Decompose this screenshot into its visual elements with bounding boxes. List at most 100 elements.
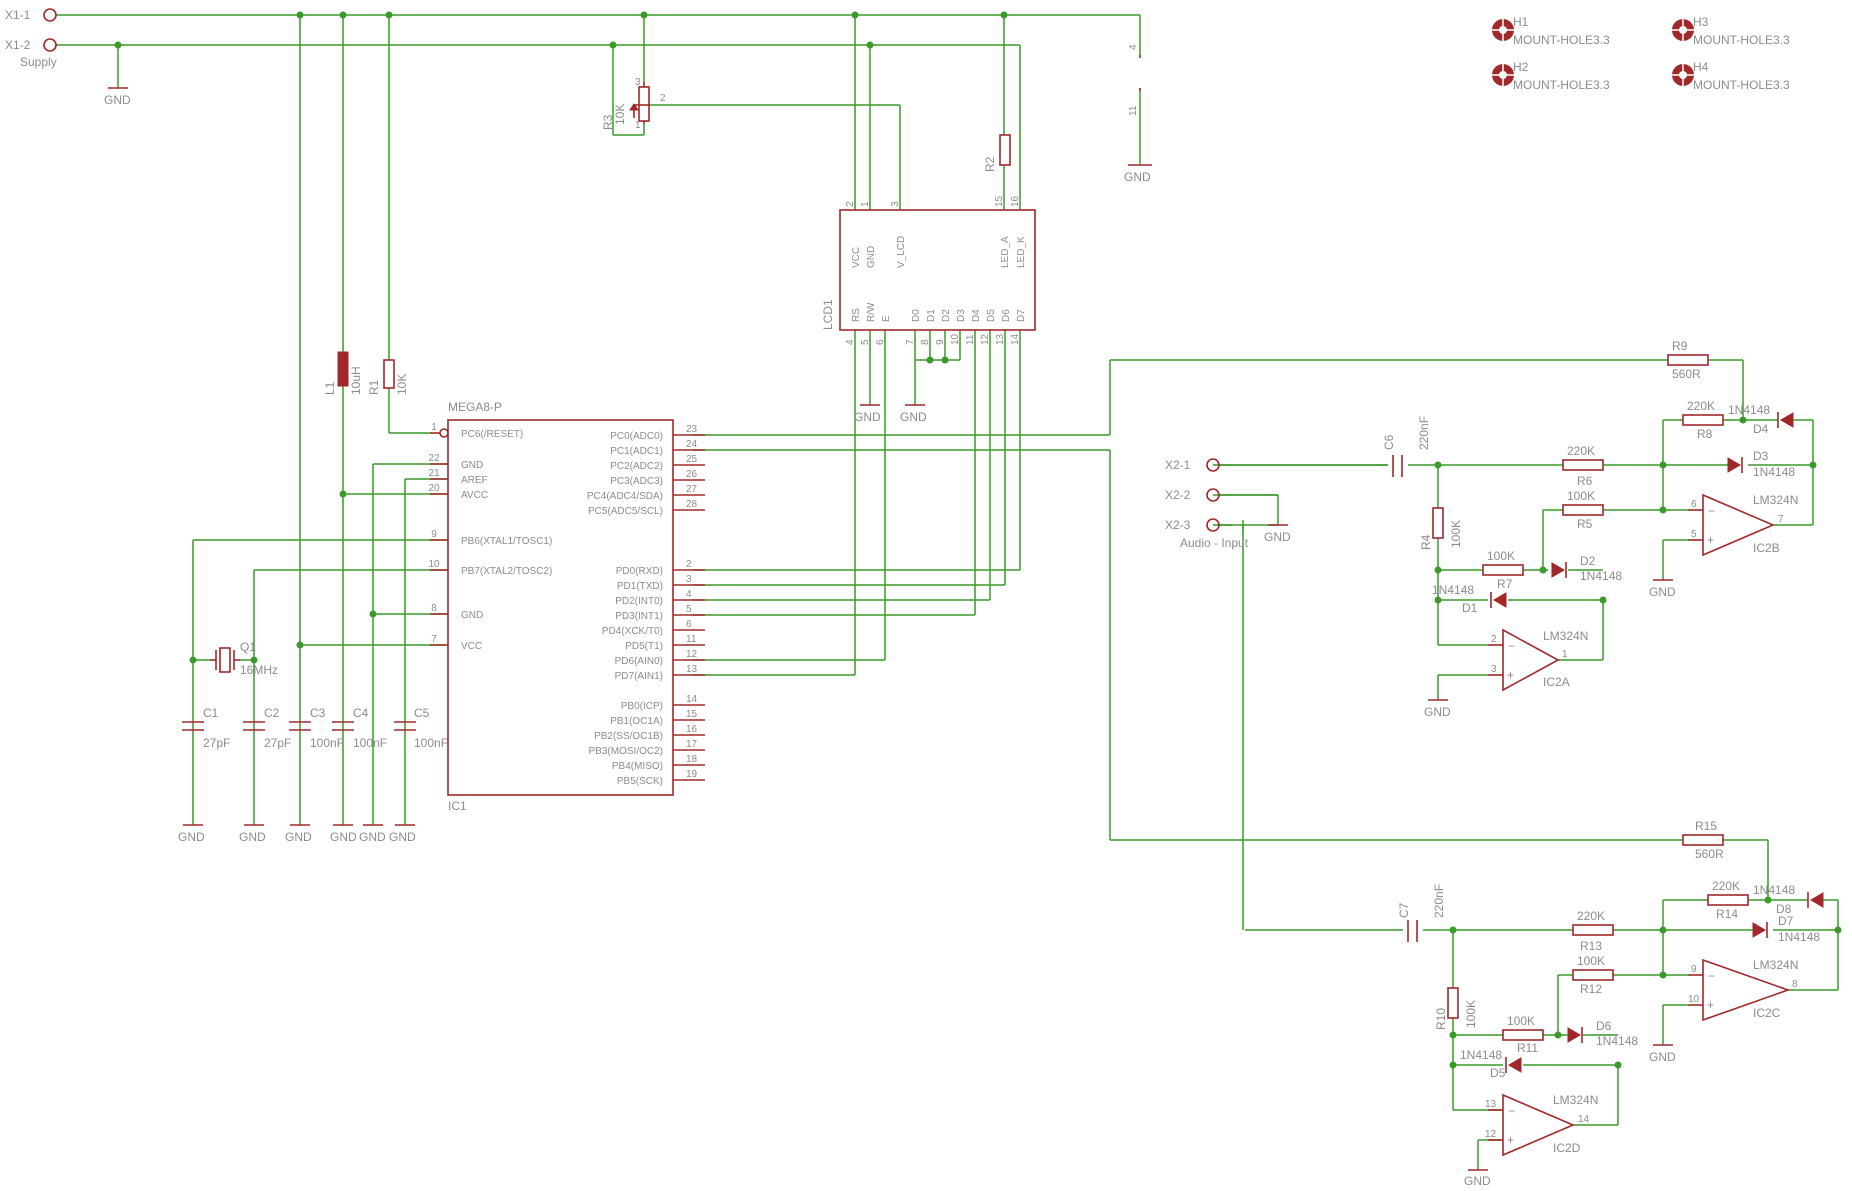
mount-hole-h2: H2 MOUNT-HOLE3.3 — [1492, 60, 1610, 92]
resistor-r5: 100K R5 — [1562, 489, 1604, 531]
ic2a-value: LM324N — [1543, 629, 1588, 643]
mcu-pin-name: PD5(T1) — [625, 641, 663, 652]
supply-label: Supply — [20, 55, 57, 69]
mcu-pin-num: 25 — [686, 454, 698, 465]
mcu-pin-name: PB2(SS/OC1B) — [594, 731, 663, 742]
diode-d4: 1N4148 D4 — [1728, 403, 1813, 436]
capacitor-c5: C5 100nF — [394, 706, 448, 750]
lcd-pin-name: LED_K — [1016, 236, 1027, 268]
ic2a-pin-inv: 2 — [1491, 634, 1497, 645]
d4-name: D4 — [1753, 422, 1769, 436]
diode-d8: 1N4148 D8 — [1753, 883, 1838, 916]
r8-value: 220K — [1687, 399, 1715, 413]
connector-x2-2[interactable]: X2-2 — [1165, 488, 1220, 502]
r13-name: R13 — [1580, 939, 1602, 953]
mcu-pin-name: PD4(XCK/T0) — [602, 626, 663, 637]
d7-value: 1N4148 — [1778, 930, 1820, 944]
x2-1-label: X2-1 — [1165, 458, 1191, 472]
r15-name: R15 — [1695, 819, 1717, 833]
r14-name: R14 — [1716, 907, 1738, 921]
mcu-pin-name: PC5(ADC5/SCL) — [588, 506, 663, 517]
lcd-pin-name: LED_A — [1000, 236, 1011, 268]
lcd-pin-name: RS — [851, 308, 862, 322]
h1-label: H1 — [1513, 15, 1529, 29]
mcu-pin-name: PC6(/RESET) — [461, 429, 523, 440]
lcd-pin-name: D2 — [941, 309, 952, 322]
lcd-pin-name: D3 — [956, 309, 967, 322]
c4-value: 100nF — [353, 736, 387, 750]
ic2c-pin-noninv: 10 — [1688, 994, 1700, 1005]
mount-hole-h1: H1 MOUNT-HOLE3.3 — [1492, 15, 1610, 47]
lcd-pin-name: VCC — [851, 247, 862, 268]
gnd-label: GND — [900, 410, 927, 424]
connector-x1-2[interactable]: X1-2 Supply — [5, 38, 57, 69]
mcu-pin-num: 17 — [686, 739, 698, 750]
power-pins: 4 11 — [1128, 44, 1141, 116]
d5-name: D5 — [1490, 1066, 1506, 1080]
lcd-pin-num: 3 — [890, 201, 901, 207]
lcd-pin-name: D7 — [1016, 309, 1027, 322]
d8-name: D8 — [1776, 902, 1792, 916]
gnd-label: GND — [389, 830, 416, 844]
ic2c-value: LM324N — [1753, 958, 1798, 972]
resistor-r13: 220K R13 — [1572, 909, 1614, 953]
ic2d-pin-inv: 13 — [1485, 1099, 1497, 1110]
svg-text:+: + — [1707, 533, 1714, 547]
resistor-r15: R15 560R — [1682, 819, 1724, 861]
svg-text:−: − — [1708, 969, 1715, 983]
opamp-ic2d: − + 13 12 14 LM324N IC2D — [1485, 1093, 1598, 1157]
mcu-pin-name: PC2(ADC2) — [610, 461, 663, 472]
r15-value: 560R — [1695, 847, 1724, 861]
connector-x2-3[interactable]: X2-3 Audio - Input — [1165, 518, 1249, 550]
ic2a-pin-out: 1 — [1562, 649, 1568, 660]
lcd-pin-name: V_LCD — [896, 236, 907, 268]
lcd-wiring — [693, 330, 1021, 676]
r10-name: R10 — [1434, 1008, 1448, 1030]
svg-text:+: + — [1507, 1133, 1514, 1147]
r14-value: 220K — [1712, 879, 1740, 893]
opamp-ic2b: − + 6 5 7 LM324N IC2B — [1688, 493, 1798, 557]
svg-text:−: − — [1508, 1104, 1515, 1118]
x2-3-label: X2-3 — [1165, 518, 1191, 532]
resistor-r9: R9 560R — [1667, 339, 1709, 381]
connector-x2-1[interactable]: X2-1 — [1165, 458, 1220, 472]
lcd-pin-name: R/W — [866, 302, 877, 322]
mcu-pin-name: PC1(ADC1) — [610, 446, 663, 457]
connector-x1-1[interactable]: X1-1 — [5, 8, 57, 22]
lcd-pin-num: 9 — [935, 339, 946, 345]
mcu-pin-num: 7 — [431, 634, 437, 645]
resistor-r6: 220K R6 — [1562, 444, 1604, 488]
c2-name: C2 — [264, 706, 280, 720]
lcd-pin-num: 10 — [950, 333, 961, 345]
mcu-pin-num: 12 — [686, 649, 698, 660]
d7-name: D7 — [1778, 914, 1794, 928]
r12-value: 100K — [1577, 954, 1605, 968]
lcd-pin-num: 2 — [845, 201, 856, 207]
r1-value: 10K — [395, 374, 409, 395]
lcd-pin-num: 5 — [860, 339, 871, 345]
gnd-label: GND — [1464, 1174, 1491, 1188]
r4-name: R4 — [1419, 534, 1433, 550]
r5-name: R5 — [1577, 517, 1593, 531]
mcu-pin-num: 4 — [686, 589, 692, 600]
r3-pin-3: 3 — [635, 77, 641, 88]
mcu-pin-name: PB7(XTAL2/TOSC2) — [461, 566, 552, 577]
c3-value: 100nF — [310, 736, 344, 750]
mcu-pin-name: AREF — [461, 475, 488, 486]
h2-label: H2 — [1513, 60, 1529, 74]
r3-pin-1: 1 — [635, 120, 641, 131]
mcu-pin-num: 9 — [431, 529, 437, 540]
h3-label: H3 — [1693, 15, 1709, 29]
c6-value: 220nF — [1417, 416, 1431, 450]
c7-value: 220nF — [1432, 884, 1446, 918]
crystal-q1: Q1 16MHz — [210, 640, 278, 677]
svg-text:−: − — [1708, 504, 1715, 518]
lcd-pin-name: D1 — [926, 309, 937, 322]
mcu-pin-num: 1 — [431, 422, 437, 433]
junctions — [114, 11, 1842, 1069]
mcu-pin-num: 21 — [428, 468, 440, 479]
gnd-label: GND — [359, 830, 386, 844]
ic2b-pin-inv: 6 — [1691, 499, 1697, 510]
